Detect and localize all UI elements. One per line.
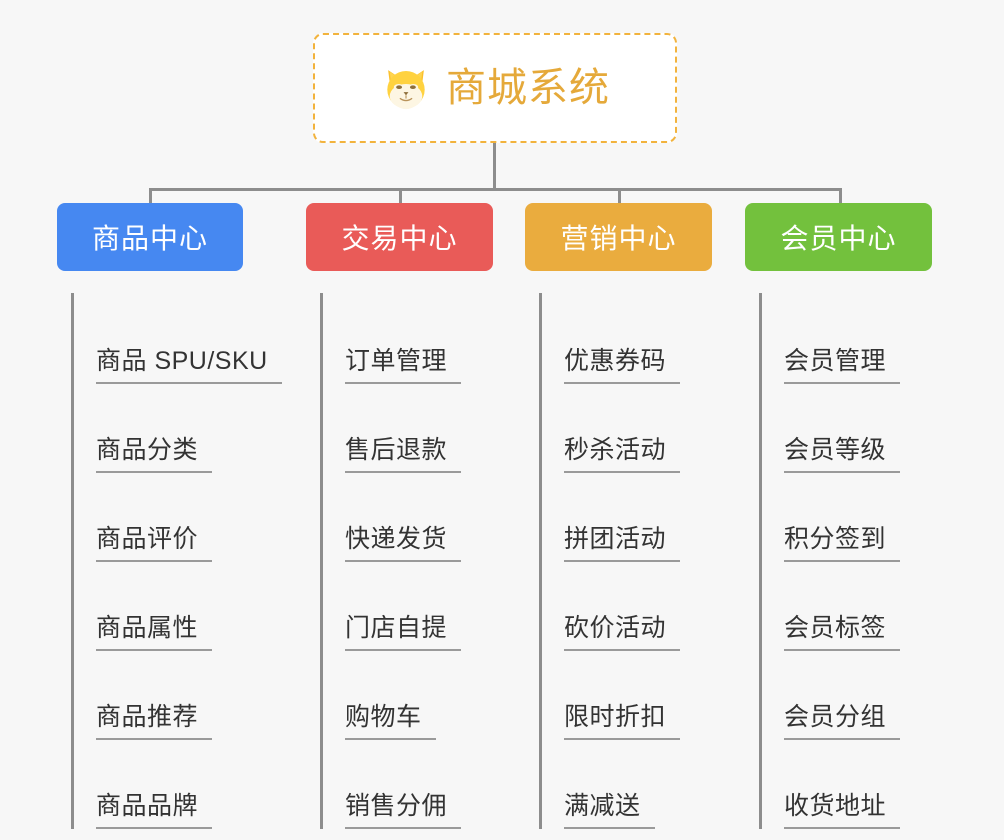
- leaf-label: 销售分佣: [345, 792, 462, 829]
- connector-horizontal-bus: [149, 188, 842, 191]
- connector-drop-2: [399, 188, 402, 206]
- category-header-1[interactable]: 商品中心: [57, 203, 243, 271]
- list-item[interactable]: 限时折扣: [542, 651, 731, 740]
- category-column-1: 商品中心 商品 SPU/SKU 商品分类 商品评价 商品属性 商品推荐 商品品牌: [57, 203, 282, 829]
- leaf-label: 收货地址: [784, 792, 901, 829]
- leaf-label: 会员分组: [784, 703, 901, 740]
- leaf-label: 拼团活动: [564, 525, 681, 562]
- leaf-label: 商品品牌: [96, 792, 213, 829]
- list-item[interactable]: 会员等级: [762, 384, 951, 473]
- leaf-label: 订单管理: [345, 347, 462, 384]
- list-item[interactable]: 销售分佣: [323, 740, 512, 829]
- leaf-label: 商品推荐: [96, 703, 213, 740]
- leaf-label: 售后退款: [345, 436, 462, 473]
- root-node[interactable]: 商城系统: [313, 33, 677, 143]
- root-title: 商城系统: [446, 66, 610, 110]
- list-item[interactable]: 快递发货: [323, 473, 512, 562]
- leaf-label: 优惠券码: [564, 347, 681, 384]
- leaf-label: 秒杀活动: [564, 436, 681, 473]
- leaf-label: 购物车: [345, 703, 436, 740]
- list-item[interactable]: 商品品牌: [74, 740, 263, 829]
- list-item[interactable]: 订单管理: [323, 295, 512, 384]
- list-item[interactable]: 拼团活动: [542, 473, 731, 562]
- leaf-list-4: 会员管理 会员等级 积分签到 会员标签 会员分组 收货地址: [759, 293, 951, 829]
- shiba-dog-icon: [387, 70, 425, 110]
- list-item[interactable]: 商品评价: [74, 473, 263, 562]
- category-header-3[interactable]: 营销中心: [525, 203, 712, 271]
- leaf-label: 限时折扣: [564, 703, 681, 740]
- leaf-label: 砍价活动: [564, 614, 681, 651]
- leaf-label: 门店自提: [345, 614, 462, 651]
- list-item[interactable]: 满减送: [542, 740, 731, 829]
- list-item[interactable]: 收货地址: [762, 740, 951, 829]
- connector-drop-1: [149, 188, 152, 206]
- list-item[interactable]: 售后退款: [323, 384, 512, 473]
- list-item[interactable]: 商品推荐: [74, 651, 263, 740]
- category-column-2: 交易中心 订单管理 售后退款 快递发货 门店自提 购物车 销售分佣: [306, 203, 512, 829]
- category-header-4[interactable]: 会员中心: [745, 203, 932, 271]
- list-item[interactable]: 门店自提: [323, 562, 512, 651]
- connector-drop-4: [839, 188, 842, 206]
- list-item[interactable]: 砍价活动: [542, 562, 731, 651]
- leaf-list-3: 优惠券码 秒杀活动 拼团活动 砍价活动 限时折扣 满减送: [539, 293, 731, 829]
- leaf-label: 积分签到: [784, 525, 901, 562]
- category-header-2[interactable]: 交易中心: [306, 203, 493, 271]
- list-item[interactable]: 积分签到: [762, 473, 951, 562]
- list-item[interactable]: 商品属性: [74, 562, 263, 651]
- list-item[interactable]: 商品 SPU/SKU: [74, 295, 282, 384]
- list-item[interactable]: 优惠券码: [542, 295, 731, 384]
- leaf-label: 商品 SPU/SKU: [96, 347, 282, 384]
- list-item[interactable]: 购物车: [323, 651, 512, 740]
- leaf-label: 会员管理: [784, 347, 901, 384]
- leaf-list-2: 订单管理 售后退款 快递发货 门店自提 购物车 销售分佣: [320, 293, 512, 829]
- leaf-label: 商品评价: [96, 525, 213, 562]
- leaf-label: 商品分类: [96, 436, 213, 473]
- leaf-label: 会员等级: [784, 436, 901, 473]
- category-column-3: 营销中心 优惠券码 秒杀活动 拼团活动 砍价活动 限时折扣 满减送: [525, 203, 731, 829]
- leaf-label: 快递发货: [345, 525, 462, 562]
- connector-root-stem: [493, 143, 496, 190]
- list-item[interactable]: 会员标签: [762, 562, 951, 651]
- list-item[interactable]: 秒杀活动: [542, 384, 731, 473]
- leaf-label: 满减送: [564, 792, 655, 829]
- leaf-list-1: 商品 SPU/SKU 商品分类 商品评价 商品属性 商品推荐 商品品牌: [71, 293, 282, 829]
- connector-drop-3: [618, 188, 621, 206]
- list-item[interactable]: 会员管理: [762, 295, 951, 384]
- category-column-4: 会员中心 会员管理 会员等级 积分签到 会员标签 会员分组 收货地址: [745, 203, 951, 829]
- leaf-label: 商品属性: [96, 614, 213, 651]
- list-item[interactable]: 会员分组: [762, 651, 951, 740]
- leaf-label: 会员标签: [784, 614, 901, 651]
- list-item[interactable]: 商品分类: [74, 384, 263, 473]
